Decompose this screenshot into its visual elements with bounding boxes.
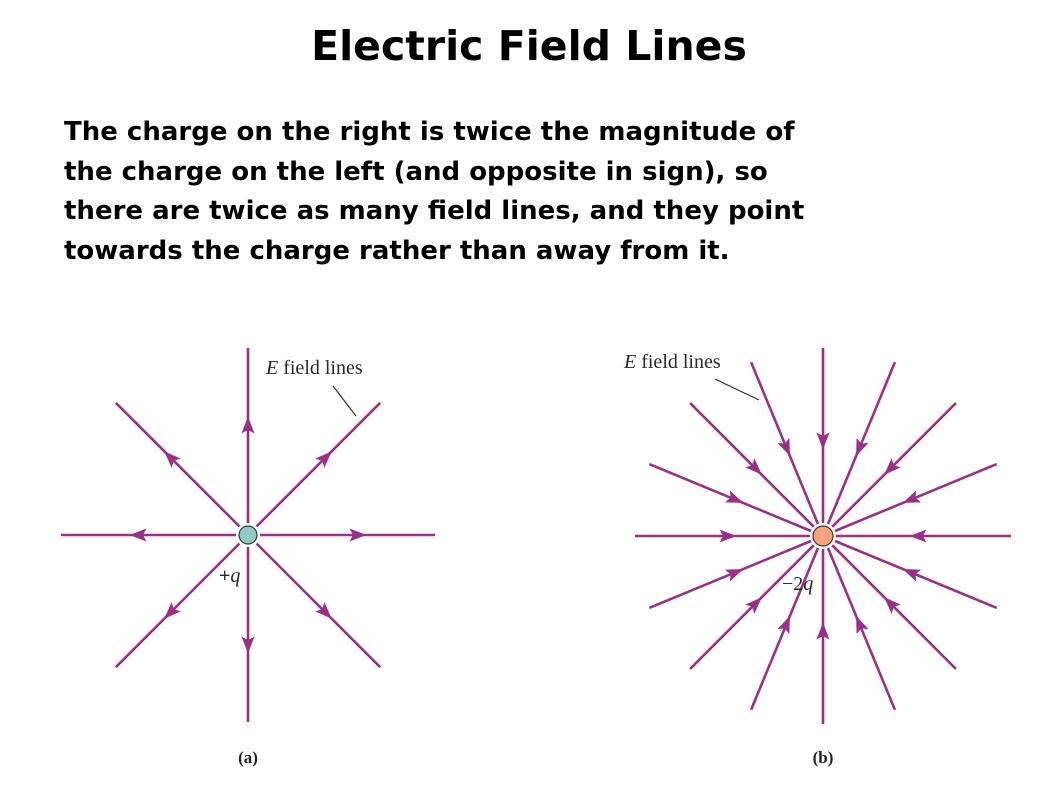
field-label-rest: field lines [636,351,721,373]
field-arrowhead [745,458,762,475]
field-arrowhead [816,432,830,450]
field-arrowhead [909,529,927,543]
negative-charge [812,525,834,547]
charge-sign: −2 [782,573,803,595]
description-line: there are twice as many field lines, and… [64,196,805,226]
charge-label-a: +q [219,565,240,587]
field-line [831,402,957,528]
field-label-a: E field lines [265,357,363,379]
sublabel-a: (a) [238,748,258,767]
field-arrowhead [745,597,762,614]
field-arrowhead [315,451,332,468]
field-arrowhead [241,636,255,654]
field-arrowhead [816,622,830,640]
field-line [255,542,382,669]
field-line [826,547,897,711]
sublabel-b: (b) [813,748,834,767]
field-line [689,402,815,528]
field-arrowhead [902,490,922,503]
field-arrowhead [884,597,901,614]
charge-var: q [803,573,813,595]
diagram-b-negative-charge: E field lines −2q (b) [623,348,1011,767]
field-line [648,539,812,610]
field-arrowhead [241,416,255,434]
field-arrowhead [856,437,869,457]
description-line: the charge on the left (and opposite in … [64,156,768,187]
field-line [831,544,957,670]
field-lines-b [635,348,1011,724]
field-lines-a [61,348,435,722]
field-arrowhead [724,569,744,582]
field-arrowhead [315,602,332,619]
field-label-var: E [623,351,636,373]
field-line [826,361,897,525]
field-label-pointer-a [332,385,357,417]
field-line [834,539,998,610]
field-arrowhead [349,528,367,542]
description-line: The charge on the right is twice the mag… [64,117,795,147]
field-line [834,462,998,533]
field-line [689,544,815,670]
field-arrowhead [724,490,744,503]
field-arrowhead [884,458,901,475]
field-arrowhead [902,569,922,582]
field-line [648,462,812,533]
charge-var: q [230,565,240,587]
positive-charge [238,525,258,545]
field-line [255,401,382,528]
field-label-b: E field lines [623,351,721,373]
page-title: Electric Field Lines [311,22,747,70]
field-arrowhead [719,529,737,543]
field-line [114,401,241,528]
field-line [749,547,820,711]
field-arrowhead [164,602,181,619]
field-line [114,542,241,669]
field-label-rest: field lines [278,357,363,379]
field-label-var: E [265,357,278,379]
diagram-a-positive-charge: E field lines +q (a) [61,348,435,767]
field-label-pointer-b [714,378,760,401]
charge-label-b: −2q [782,573,813,595]
charge-sign: + [219,565,230,587]
field-arrowhead [777,615,790,635]
field-arrowhead [129,528,147,542]
field-arrowhead [777,437,790,457]
description-line: towards the charge rather than away from… [64,235,730,266]
description-text: The charge on the right is twice the mag… [64,113,1024,271]
field-line [749,361,820,525]
field-arrowhead [856,615,869,635]
field-arrowhead [164,451,181,468]
